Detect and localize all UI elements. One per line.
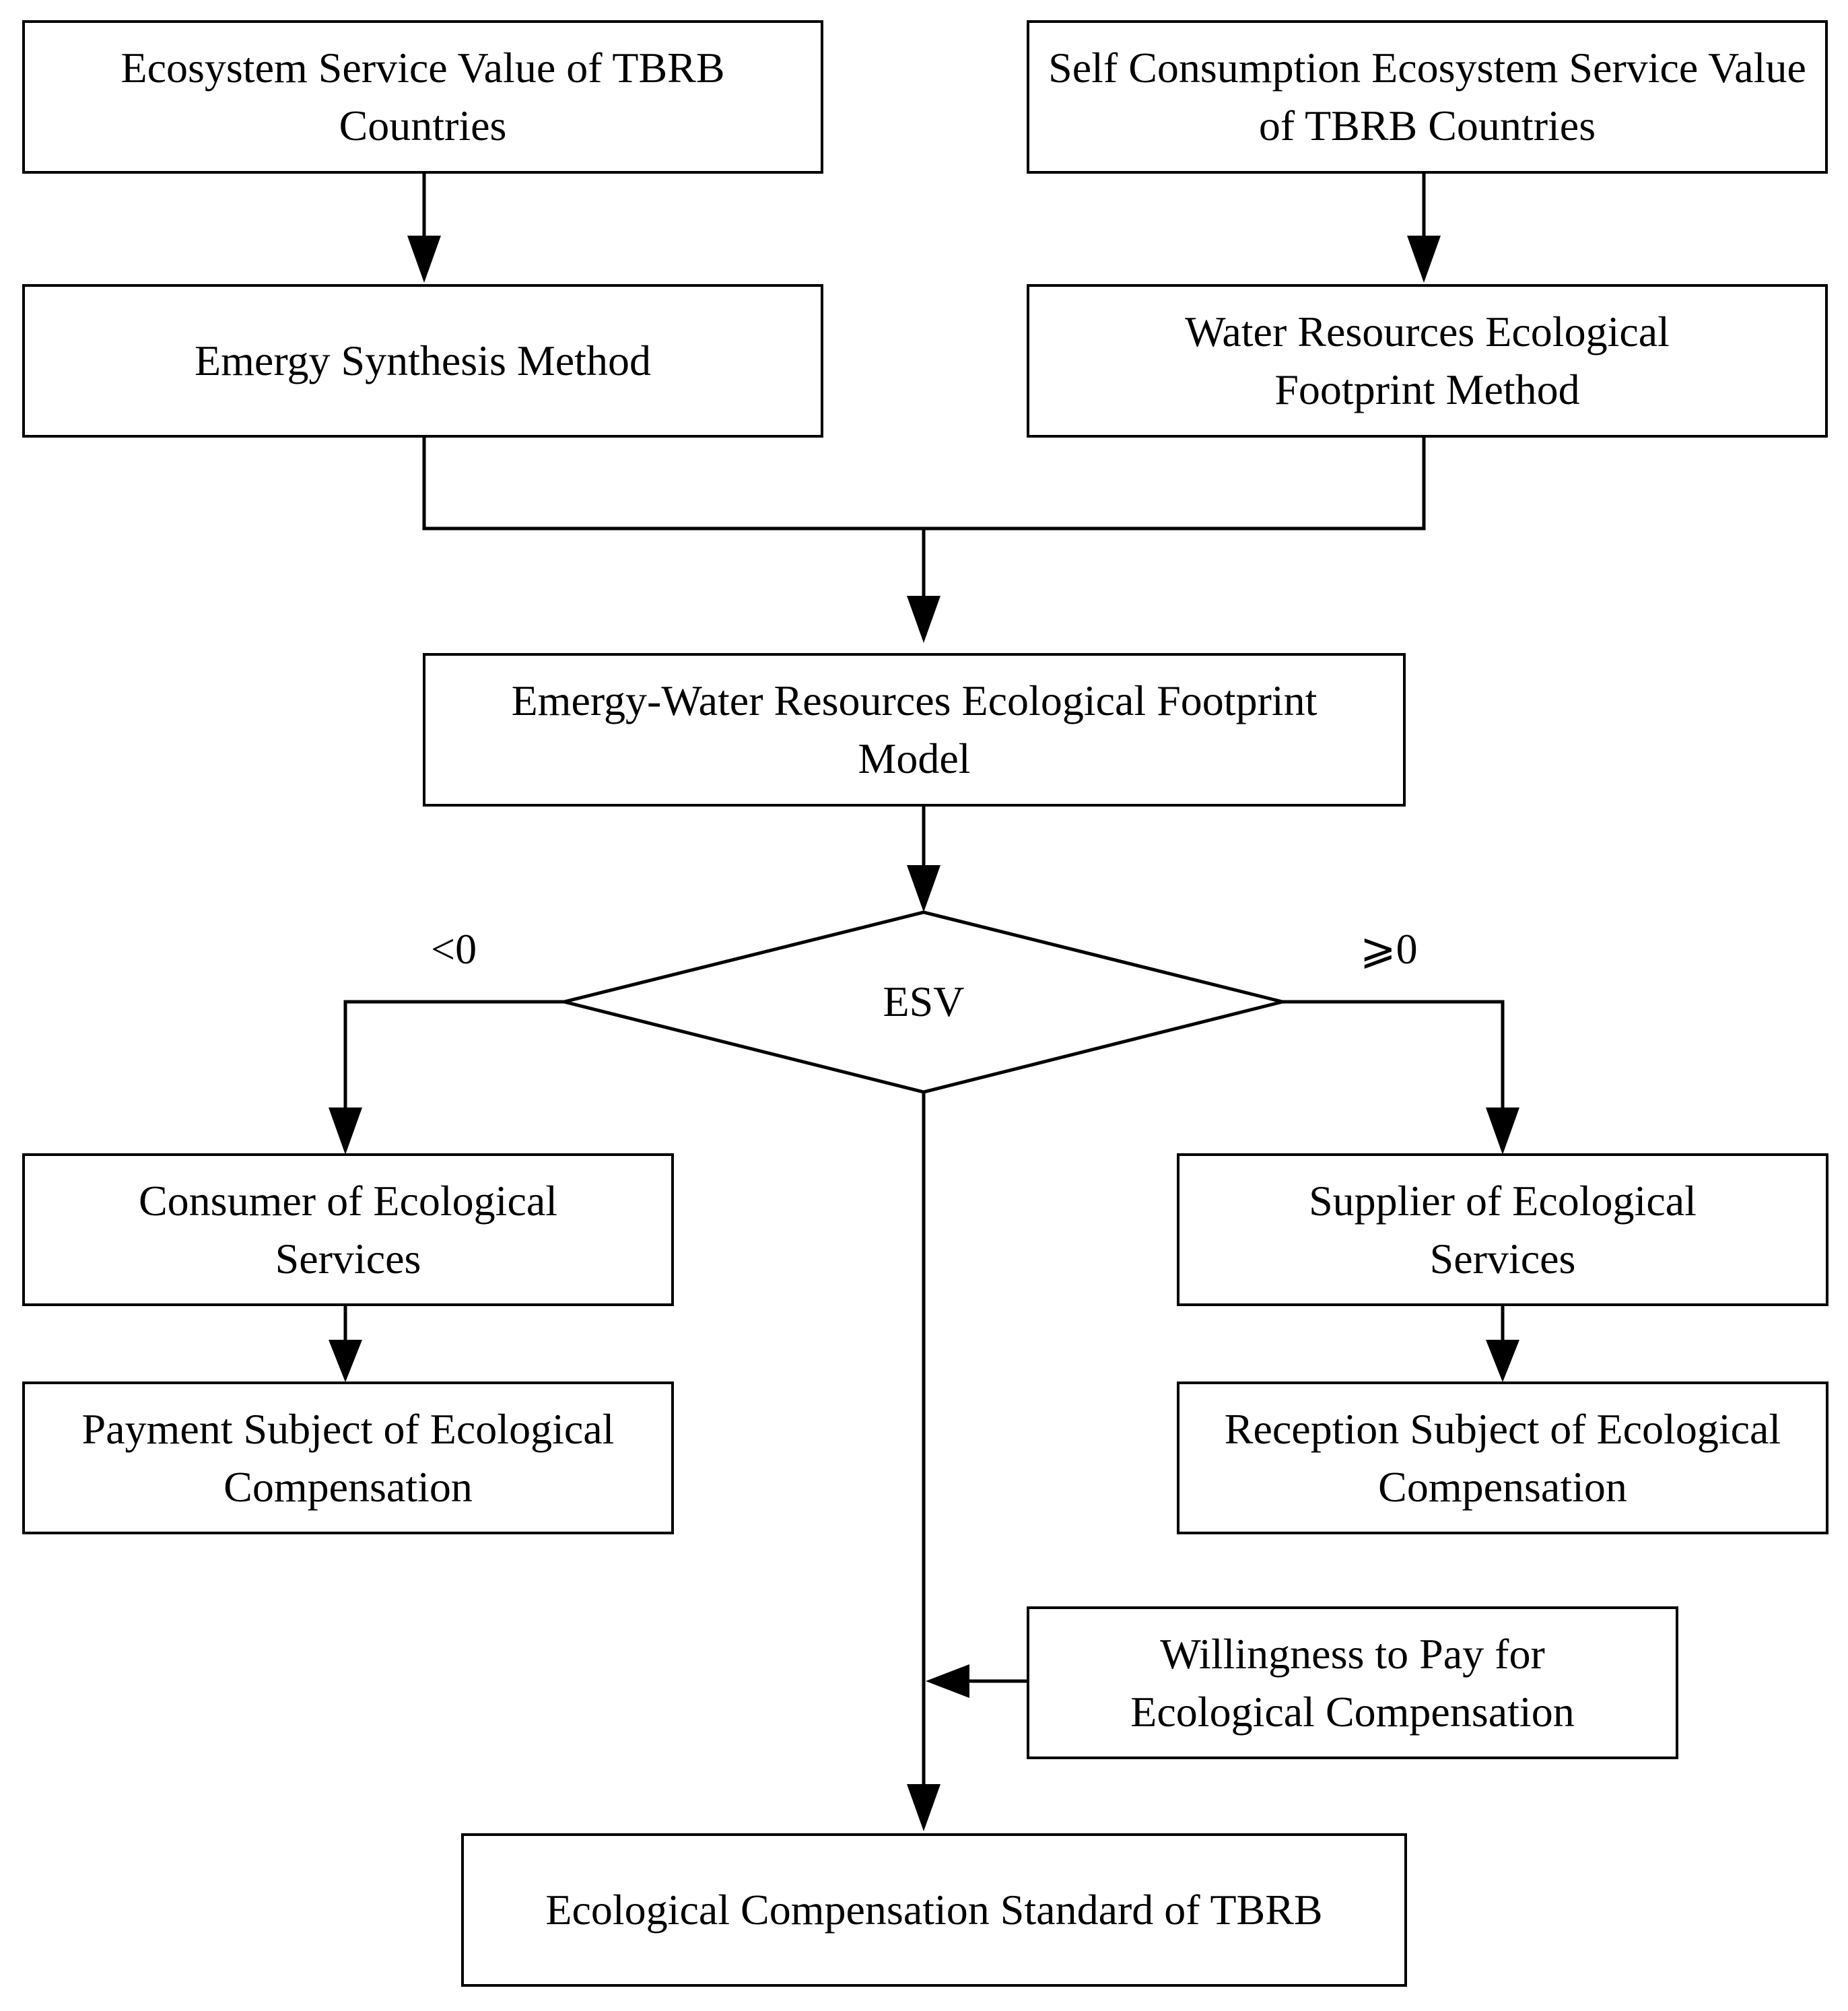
self-consumption-box: Self Consumption Ecosystem Service Value…: [1027, 20, 1828, 174]
arrowhead: [329, 1340, 362, 1382]
connector-decision-left: [343, 1000, 564, 1121]
supplier-box: Supplier of Ecological Services: [1177, 1153, 1828, 1306]
arrowhead: [907, 596, 940, 643]
reception-subject-box: Reception Subject of Ecological Compensa…: [1177, 1382, 1828, 1534]
arrowhead: [1407, 236, 1441, 283]
water-footprint-box: Water Resources Ecological Footprint Met…: [1027, 284, 1828, 438]
arrowhead: [926, 1664, 969, 1698]
connector-merge: [422, 438, 1426, 531]
branch-non-negative-label: ⩾0: [1360, 925, 1418, 973]
emergy-water-model-box: Emergy-Water Resources Ecological Footpr…: [423, 653, 1406, 807]
arrowhead: [907, 1784, 940, 1831]
arrowhead: [1486, 1340, 1519, 1382]
consumer-text: Consumer of Ecological Services: [138, 1176, 558, 1283]
arrowhead: [907, 865, 940, 912]
connector-decision-right: [1282, 1000, 1505, 1121]
payment-subject-box: Payment Subject of Ecological Compensati…: [22, 1382, 674, 1534]
arrowhead: [1486, 1107, 1519, 1155]
compensation-standard-box: Ecological Compensation Standard of TBRB: [461, 1833, 1407, 1987]
decision-label: ESV: [883, 978, 965, 1025]
emergy-water-model-text: Emergy-Water Resources Ecological Footpr…: [511, 677, 1317, 782]
supplier-text: Supplier of Ecological Services: [1309, 1176, 1697, 1283]
self-consumption-text: Self Consumption Ecosystem Service Value…: [1048, 44, 1806, 149]
arrowhead: [329, 1107, 362, 1155]
reception-subject-text: Reception Subject of Ecological Compensa…: [1224, 1404, 1781, 1511]
ecosystem-service-value-text: Ecosystem Service Value of TBRB Countrie…: [121, 44, 725, 149]
willingness-text: Willingness to Pay for Ecological Compen…: [1130, 1629, 1575, 1736]
payment-subject-text: Payment Subject of Ecological Compensati…: [81, 1404, 615, 1511]
branch-negative-label: <0: [431, 925, 477, 973]
emergy-synthesis-text: Emergy Synthesis Method: [195, 337, 651, 384]
arrowhead: [407, 236, 441, 283]
ecosystem-service-value-box: Ecosystem Service Value of TBRB Countrie…: [22, 20, 823, 174]
compensation-standard-text: Ecological Compensation Standard of TBRB: [545, 1886, 1323, 1934]
consumer-box: Consumer of Ecological Services: [22, 1153, 674, 1306]
willingness-box: Willingness to Pay for Ecological Compen…: [1027, 1606, 1678, 1759]
water-footprint-text: Water Resources Ecological Footprint Met…: [1185, 308, 1670, 413]
emergy-synthesis-box: Emergy Synthesis Method: [22, 284, 823, 438]
